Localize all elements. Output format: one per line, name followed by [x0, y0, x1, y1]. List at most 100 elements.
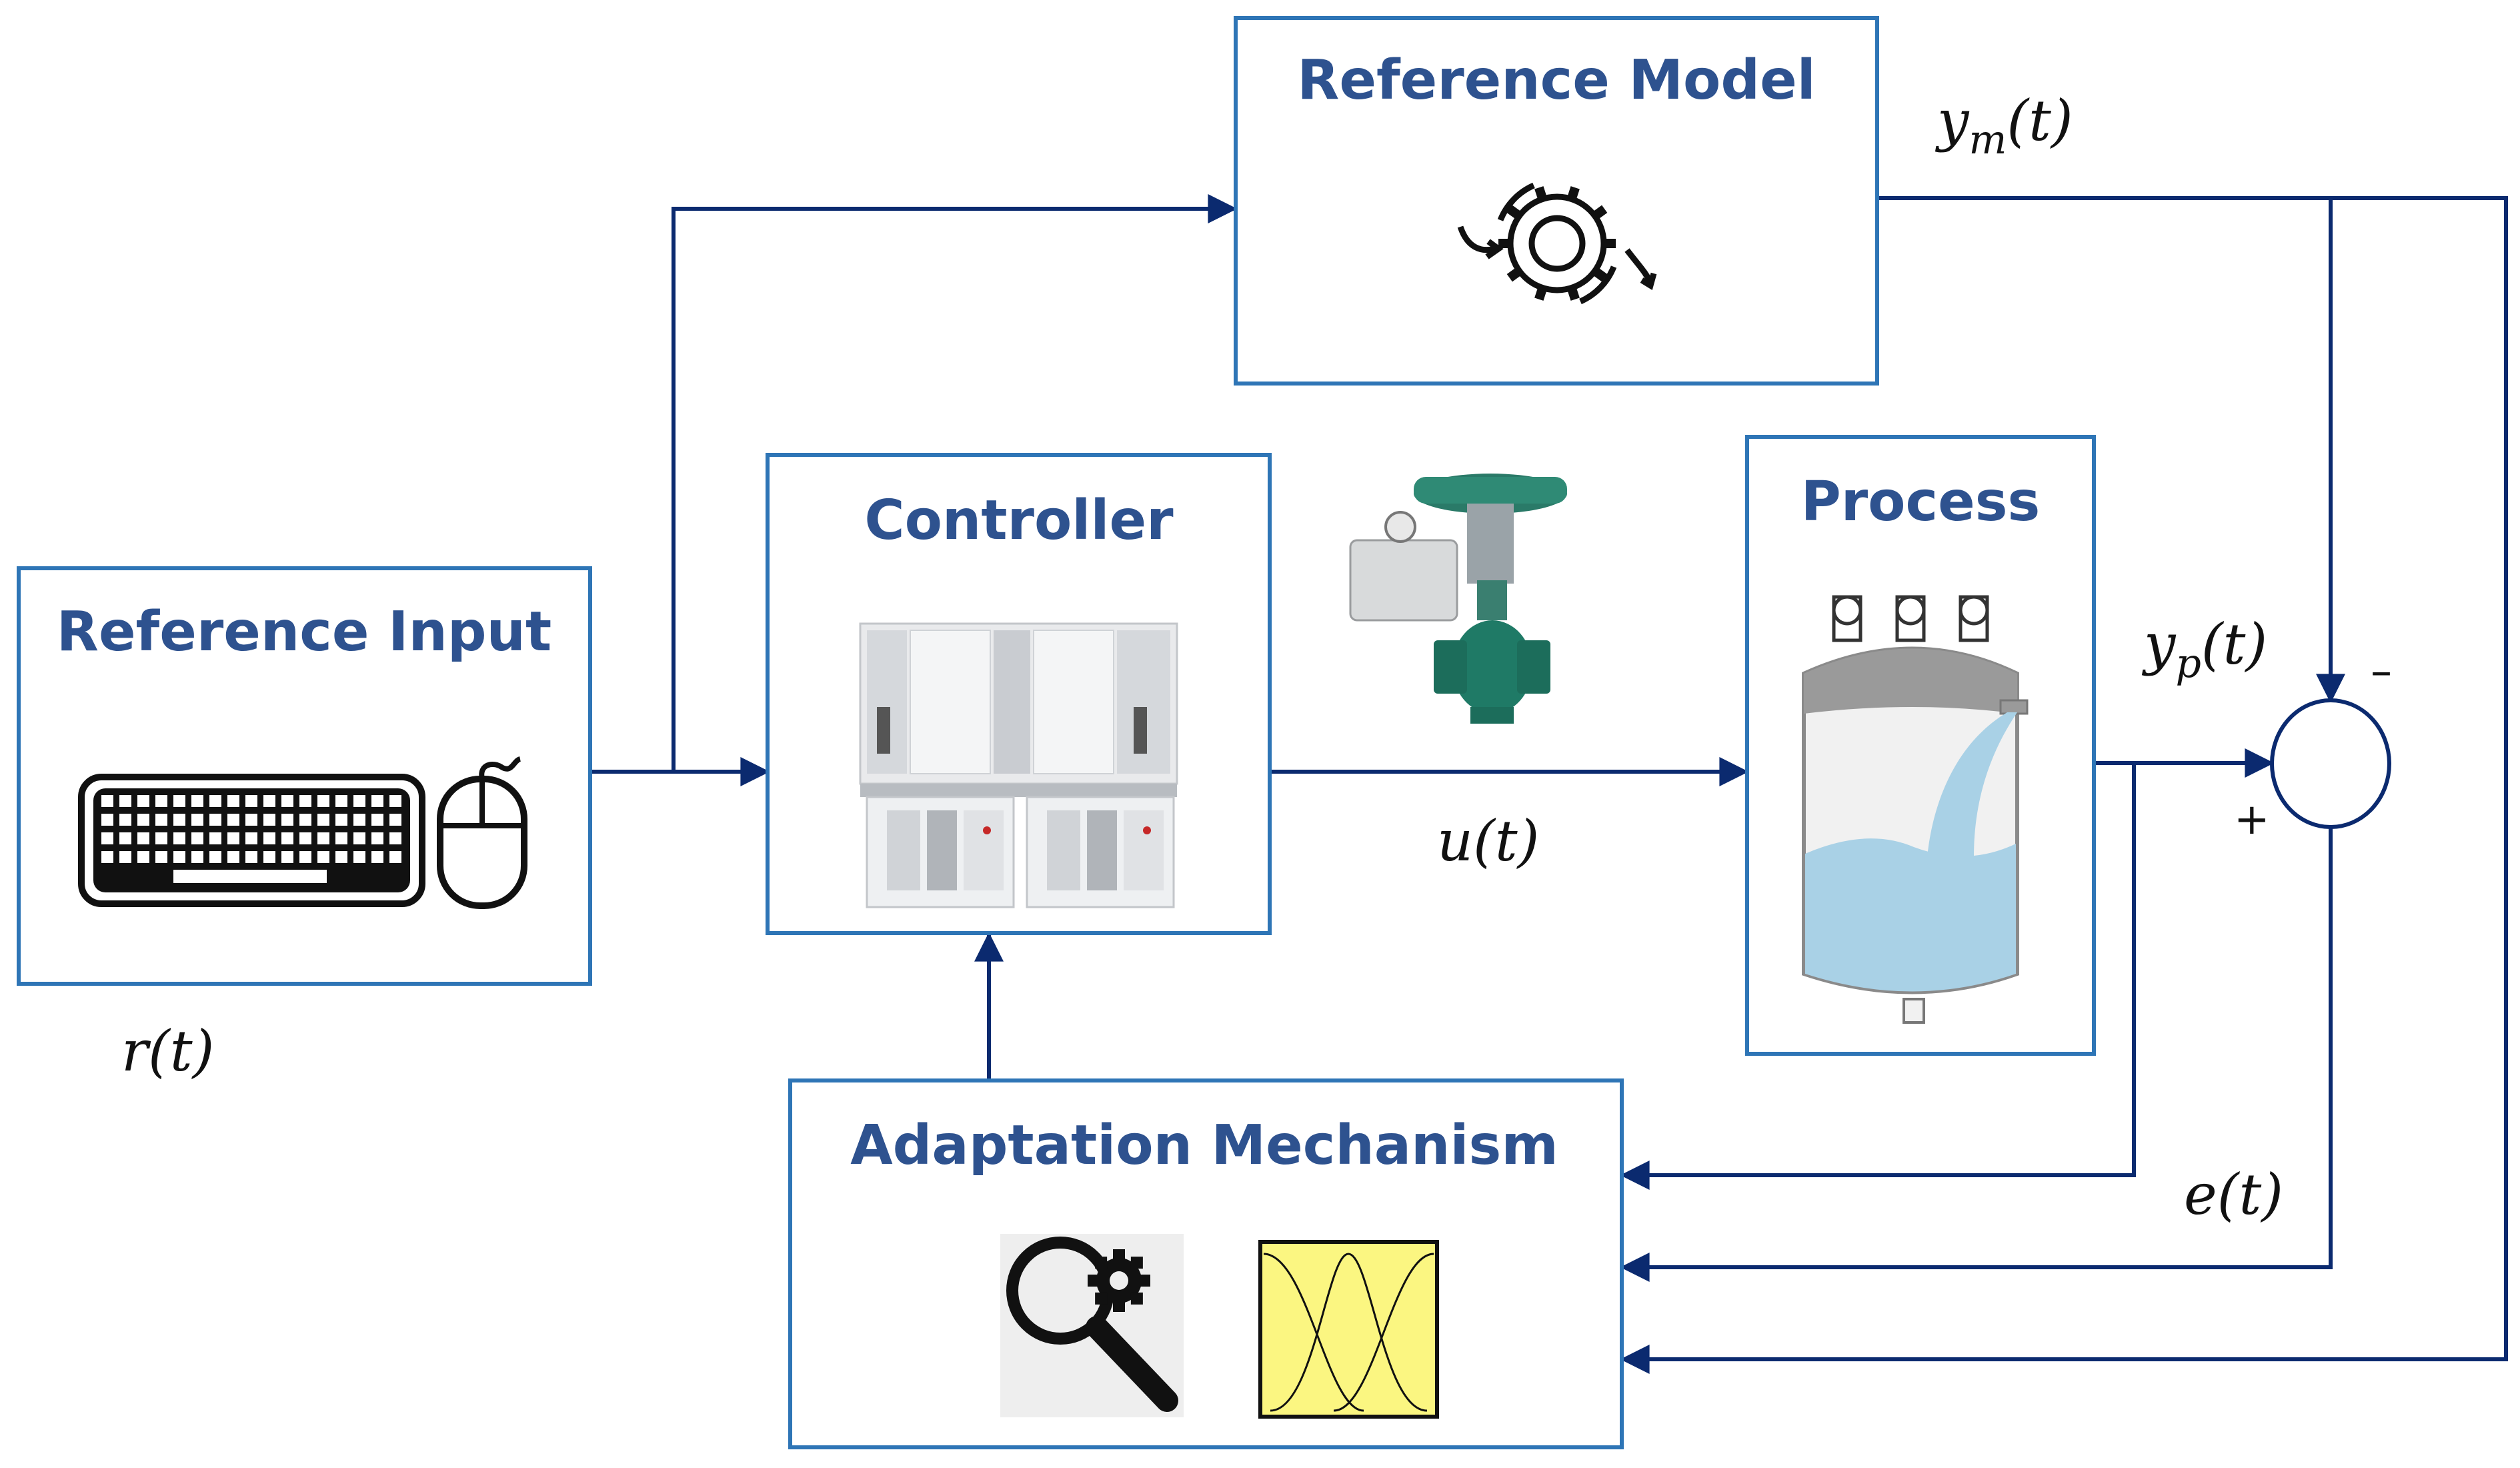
- keyboard-key: [281, 832, 293, 844]
- gear-tooth: [1130, 1292, 1143, 1305]
- wire-ym-to-adaptation: [1620, 196, 2508, 1374]
- process-title: Process: [1801, 470, 2041, 534]
- keyboard-key: [245, 814, 257, 826]
- keyboard-key: [353, 814, 365, 826]
- keyboard-key: [281, 851, 293, 863]
- plc-controller-image: [859, 622, 1178, 908]
- svg-text:ym(t): ym(t): [1935, 88, 2073, 163]
- keyboard-key: [281, 814, 293, 826]
- adaptation-mechanism-title: Adaptation Mechanism: [850, 1114, 1558, 1177]
- keyboard-key: [155, 832, 167, 844]
- keyboard-key: [389, 814, 401, 826]
- keyboard-key: [173, 832, 185, 844]
- keyboard-key: [119, 851, 131, 863]
- liquid-tank-image: [1802, 595, 2029, 1024]
- gear-tooth: [1566, 286, 1580, 301]
- reference-input-title: Reference Input: [57, 600, 551, 664]
- gear-tooth: [1088, 1275, 1100, 1287]
- keyboard-icon: [78, 774, 425, 907]
- keyboard-key: [119, 795, 131, 807]
- keyboard-key: [317, 814, 329, 826]
- wire-input-to-reference-model: [672, 194, 1238, 772]
- keyboard-key: [101, 814, 113, 826]
- keyboard-key: [317, 851, 329, 863]
- keyboard-key: [209, 814, 221, 826]
- control-valve-image: [1349, 474, 1567, 724]
- gear-tooth: [1095, 1257, 1108, 1269]
- keyboard-key: [227, 851, 239, 863]
- reference-model-title: Reference Model: [1297, 49, 1816, 112]
- gear-tooth: [1534, 286, 1548, 301]
- keyboard-key: [173, 851, 185, 863]
- keyboard-key: [371, 814, 383, 826]
- keyboard-key: [191, 795, 203, 807]
- reference-model-block: Reference Model: [1234, 16, 1879, 386]
- process-block: Process: [1745, 435, 2096, 1056]
- keyboard-key: [281, 795, 293, 807]
- keyboard-key: [209, 832, 221, 844]
- gear-tooth: [1534, 186, 1548, 201]
- svg-text:yp(t): yp(t): [2141, 612, 2267, 687]
- gear-cycle-icon: [1457, 182, 1657, 305]
- keyboard-key: [191, 832, 203, 844]
- keyboard-key: [263, 814, 275, 826]
- keyboard-key: [371, 832, 383, 844]
- keyboard-key: [389, 851, 401, 863]
- keyboard-key: [353, 795, 365, 807]
- keyboard-key: [209, 795, 221, 807]
- summing-junction: + –: [2234, 647, 2392, 844]
- membership-functions-icon: [1258, 1240, 1439, 1419]
- gear-tooth: [1130, 1257, 1143, 1269]
- controller-title: Controller: [864, 489, 1174, 552]
- keyboard-key: [263, 851, 275, 863]
- keyboard-key: [155, 795, 167, 807]
- keyboard-key: [371, 795, 383, 807]
- mouse-icon: [437, 756, 527, 909]
- signal-wires: [591, 194, 2508, 1374]
- gear-tooth: [1506, 267, 1522, 282]
- keyboard-key: [101, 832, 113, 844]
- search-gear-icon: [1000, 1234, 1184, 1417]
- keyboard-key: [173, 795, 185, 807]
- gear-tooth: [1095, 1292, 1108, 1305]
- keyboard-key: [155, 814, 167, 826]
- keyboard-key: [155, 851, 167, 863]
- keyboard-key: [173, 814, 185, 826]
- keyboard-key: [299, 851, 311, 863]
- controller-block: Controller: [766, 453, 1272, 935]
- adaptation-mechanism-block: Adaptation Mechanism: [788, 1078, 1624, 1449]
- gear-tooth: [1113, 1300, 1125, 1312]
- keyboard-key: [335, 832, 347, 844]
- keyboard-key: [317, 832, 329, 844]
- keyboard-key: [209, 851, 221, 863]
- keyboard-key: [245, 832, 257, 844]
- gear-tooth: [1566, 186, 1580, 201]
- wire-yp-to-adaptation: [1620, 763, 2136, 1190]
- keyboard-key: [263, 832, 275, 844]
- keyboard-key: [227, 814, 239, 826]
- keyboard-key: [263, 795, 275, 807]
- keyboard-key: [299, 795, 311, 807]
- keyboard-key: [299, 814, 311, 826]
- gear-tooth: [1506, 205, 1522, 220]
- keyboard-key: [119, 832, 131, 844]
- minus-sign: –: [2371, 647, 2392, 696]
- keyboard-key: [119, 814, 131, 826]
- gear-tooth: [1592, 205, 1608, 220]
- keyboard-key: [335, 814, 347, 826]
- keyboard-key: [227, 795, 239, 807]
- keyboard-key: [191, 814, 203, 826]
- signal-yp-label: yp(t): [2141, 612, 2267, 687]
- signal-e-label: e(t): [2184, 1162, 2283, 1227]
- keyboard-key: [353, 851, 365, 863]
- keyboard-key: [335, 851, 347, 863]
- keyboard-key: [353, 832, 365, 844]
- gear-tooth: [1113, 1249, 1125, 1261]
- signal-ym-label: ym(t): [1935, 88, 2073, 163]
- gear-tooth: [1592, 267, 1608, 282]
- keyboard-spacebar: [173, 870, 327, 883]
- keyboard-key: [317, 795, 329, 807]
- gear-tooth: [1138, 1275, 1150, 1287]
- signal-r-label: r(t): [121, 1018, 214, 1084]
